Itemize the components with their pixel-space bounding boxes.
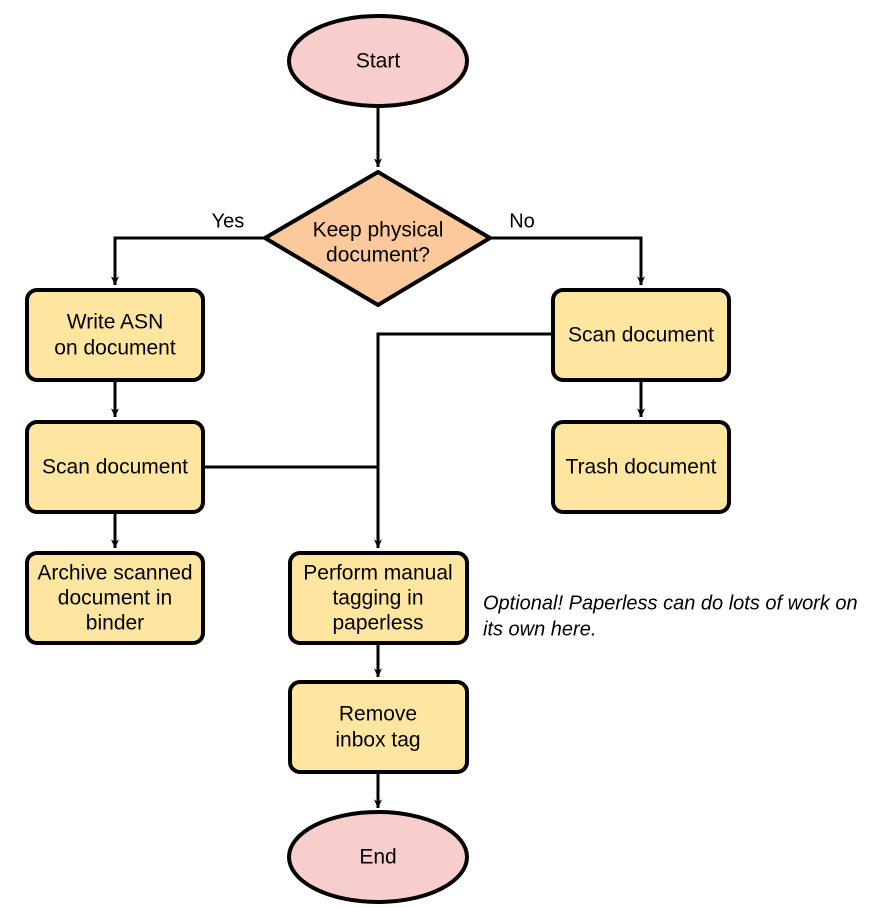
decision-diamond[interactable]	[263, 170, 492, 307]
manual-tagging-box[interactable]	[288, 551, 469, 645]
node-scan-document-right[interactable]: Scan document	[551, 288, 731, 382]
trash-document-label: Trash document	[566, 456, 717, 479]
node-perform-manual-tagging[interactable]: Perform manual tagging in paperless	[288, 551, 469, 645]
start-label: Start	[356, 50, 401, 73]
remove-inbox-tag-box[interactable]	[288, 680, 469, 774]
trash-document-box[interactable]	[551, 420, 731, 514]
annotation-optional-paperless: Optional! Paperless can do lots of work …	[483, 592, 858, 640]
archive-label-line2: document in	[58, 587, 172, 610]
edges-layer	[111, 106, 645, 809]
remove-inbox-label-line1: Remove	[339, 703, 417, 726]
annotation-line2: its own here.	[483, 618, 596, 640]
node-start[interactable]: Start	[287, 14, 469, 108]
scan-document-right-box[interactable]	[551, 288, 731, 382]
edge-decision-no-to-scan-right	[490, 236, 645, 286]
node-write-asn-on-document[interactable]: Write ASN on document	[25, 288, 205, 382]
archive-label-line1: Archive scanned	[37, 562, 192, 585]
end-ellipse[interactable]	[287, 810, 469, 904]
decision-label-line1: Keep physical	[313, 219, 444, 242]
scan-document-left-label: Scan document	[42, 456, 188, 479]
write-asn-label-line2: on document	[54, 337, 176, 360]
edge-label-no: No	[509, 210, 535, 232]
archive-label-line3: binder	[86, 612, 144, 635]
edge-decision-yes-to-write-asn	[111, 236, 265, 286]
archive-document-box[interactable]	[25, 551, 205, 645]
manual-tagging-label-line2: tagging in	[332, 587, 423, 610]
node-archive-scanned-document[interactable]: Archive scanned document in binder	[25, 551, 205, 645]
scan-document-right-label: Scan document	[568, 324, 714, 347]
node-scan-document-left[interactable]: Scan document	[25, 420, 205, 514]
write-asn-label-line1: Write ASN	[67, 311, 163, 334]
end-label: End	[359, 846, 396, 869]
node-remove-inbox-tag[interactable]: Remove inbox tag	[288, 680, 469, 774]
edge-label-yes: Yes	[212, 210, 245, 232]
start-ellipse[interactable]	[287, 14, 469, 108]
node-decision-keep-physical-document[interactable]: Keep physical document?	[263, 170, 492, 307]
scan-document-left-box[interactable]	[25, 420, 205, 514]
remove-inbox-label-line2: inbox tag	[335, 729, 420, 752]
write-asn-box[interactable]	[25, 288, 205, 382]
node-end[interactable]: End	[287, 810, 469, 904]
edge-scan-right-to-manual-tagging	[374, 332, 553, 549]
manual-tagging-label-line3: paperless	[332, 612, 423, 635]
annotation-line1: Optional! Paperless can do lots of work …	[483, 592, 858, 614]
decision-label-line2: document?	[326, 244, 430, 267]
manual-tagging-label-line1: Perform manual	[303, 562, 452, 585]
node-trash-document[interactable]: Trash document	[551, 420, 731, 514]
